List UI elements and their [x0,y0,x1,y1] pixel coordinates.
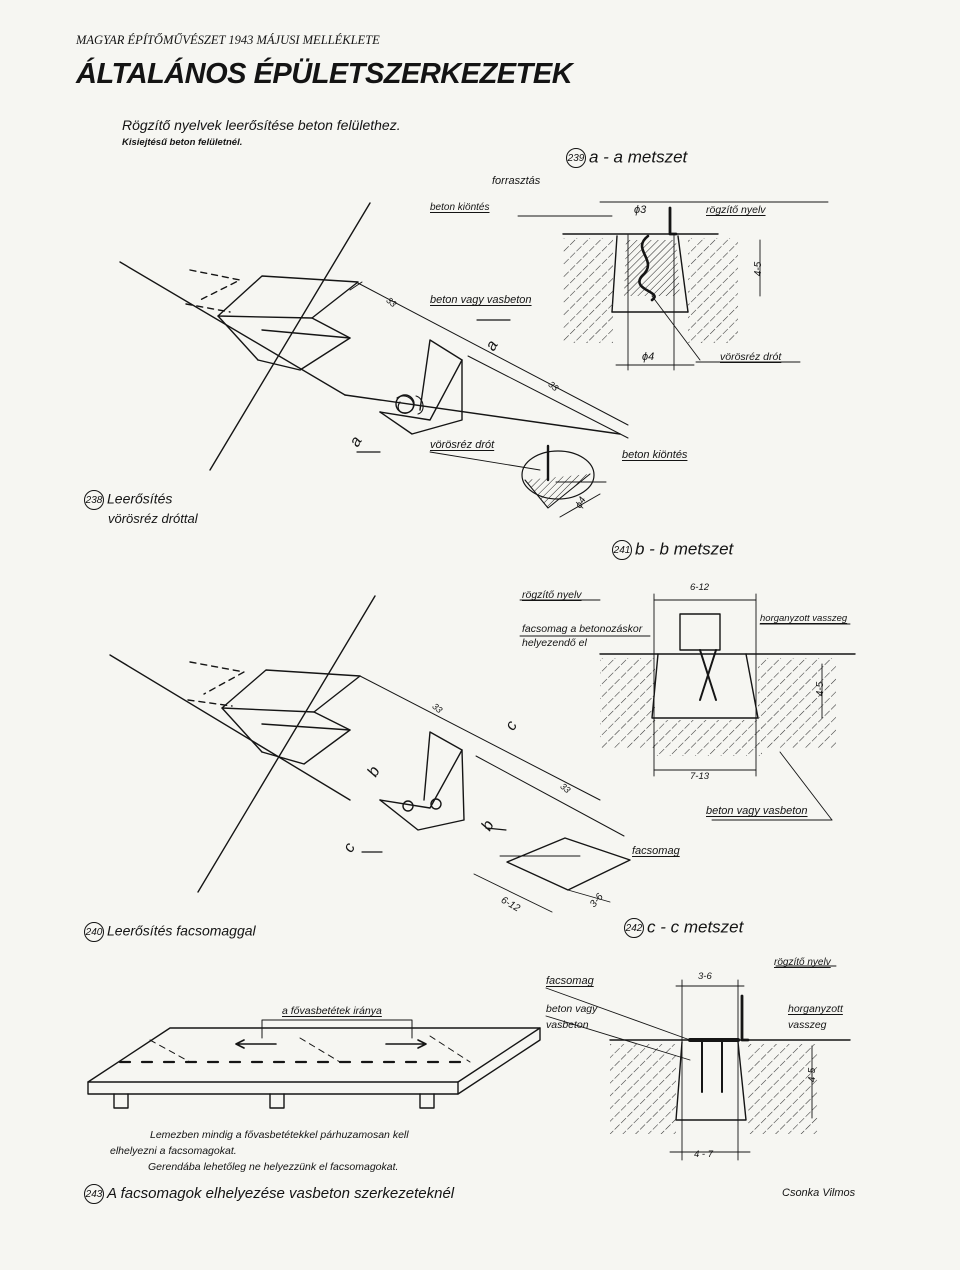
label-vasbeton-cc: vasbeton [546,1019,589,1031]
label-vorosrez-drot: vörösréz drót [430,439,495,451]
fig243-drawing [87,1019,541,1109]
fig243-number: 243 [84,1184,104,1204]
dim-6-12-bb: 6-12 [690,582,710,593]
fig242-drawing [545,965,851,1161]
fig240-number: 240 [84,922,104,942]
fig243-caption-text: A facsomagok elhelyezése vasbeton szerke… [107,1184,455,1202]
label-facsomag-cc: facsomag [546,975,594,987]
label-beton-vagy-cc: beton vagy [546,1003,598,1015]
fig238-caption-line1: Leerősítés [107,490,173,507]
label-vorosrez-drot-aa: vörösréz drót [720,351,782,363]
fig238-drawing [119,202,629,518]
label-horganyzott-cc: horganyzott [788,1003,843,1015]
fig238-number: 238 [84,490,104,510]
dim-4-5-cc: 4-5 [807,1067,819,1083]
dim-phi4-aa: ϕ4 [642,351,655,363]
label-beton-vagy-vasbeton-bb: beton vagy vasbeton [706,805,808,817]
label-horganyzott-vasszeg: horganyzott vasszeg [760,613,848,624]
label-vasszeg-cc: vasszeg [788,1019,827,1031]
subtitle-small: Kisiejtésű beton felületnél. [122,137,243,148]
label-rogzito-nyelv: rögzítő nyelv [706,204,766,216]
author: Csonka Vilmos [782,1187,856,1199]
label-facsomag-betonozaskor: facsomag a betonozáskor [522,623,643,635]
journal-header: MAGYAR ÉPÍTŐMŰVÉSZET 1943 MÁJUSI MELLÉKL… [76,33,380,47]
dim-7-13-bb: 7-13 [690,771,710,782]
fig241-drawing [519,593,856,821]
fig239-drawing [517,201,829,371]
label-forrasztas: forrasztás [492,175,541,187]
dim-4-5-aa: 4-5 [753,261,765,277]
fig239-caption-text: a - a metszet [589,147,688,167]
fig238-caption-line2: vörösréz dróttal [108,511,198,526]
label-facsomag: facsomag [632,845,680,857]
fig242-number: 242 [624,918,644,938]
fig242-caption-text: c - c metszet [647,917,744,937]
fig243-note-3: Gerendába lehetőleg ne helyezzünk el fac… [148,1161,399,1173]
label-phi3: ϕ3 [634,204,647,216]
label-rogzito-nyelv-bb: rögzítő nyelv [522,589,582,601]
fig239-number: 239 [566,148,586,168]
dim-3-6-cc: 3-6 [698,971,712,982]
label-fovasbetetek-iranya: a fővasbetétek iránya [282,1005,382,1017]
label-beton-kiontes-2: beton kiöntés [622,449,688,461]
fig243-note-2: elhelyezni a facsomagokat. [110,1145,237,1157]
dim-4-7-cc: 4 - 7 [694,1149,714,1160]
fig240-drawing [109,595,631,913]
fig241-caption-text: b - b metszet [635,539,734,559]
label-beton-vagy-vasbeton: beton vagy vasbeton [430,294,532,306]
subtitle: Rögzítő nyelvek leerősítése beton felüle… [122,117,401,133]
dim-4-5-bb: 4-5 [815,681,827,697]
fig241-number: 241 [612,540,632,560]
fig243-note-1: Lemezben mindig a fővasbetétekkel párhuz… [150,1129,409,1141]
label-rogzito-nyelv-cc: rögzítő nyelv [774,957,831,968]
page-title: ÁLTALÁNOS ÉPÜLETSZERKEZETEK [76,58,573,90]
fig240-caption-text: Leerősítés facsomaggal [107,922,256,939]
label-beton-kiontes: beton kiöntés [430,202,490,213]
label-helyezendo-el: helyezendő el [522,637,587,649]
